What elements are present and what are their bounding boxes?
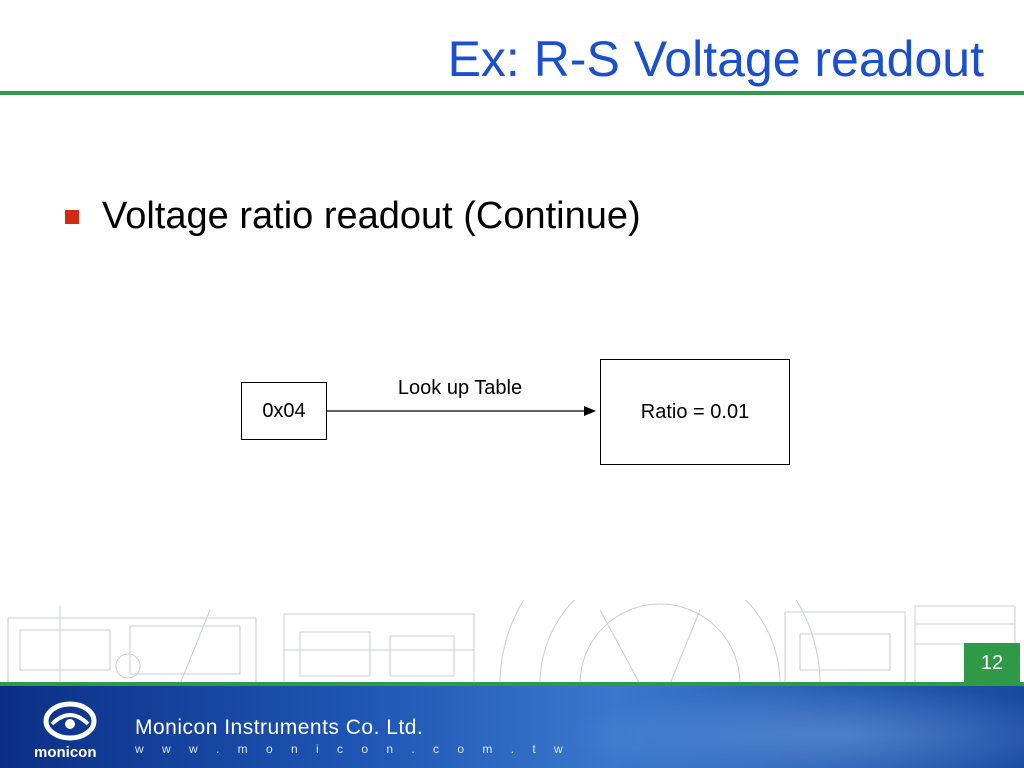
page-number: 12 bbox=[980, 651, 1004, 674]
company-url: w w w . m o n i c o n . c o m . t w bbox=[135, 742, 571, 756]
slide-title: Ex: R-S Voltage readout bbox=[447, 31, 984, 87]
source-value-box: 0x04 bbox=[241, 382, 327, 440]
ratio-result-box: Ratio = 0.01 bbox=[600, 359, 790, 465]
technical-drawing-background bbox=[7, 600, 1016, 684]
footer-divider bbox=[0, 682, 1024, 686]
ratio-value: Ratio = 0.01 bbox=[640, 400, 750, 423]
footer-glow bbox=[560, 686, 1024, 768]
monicon-logo-icon bbox=[43, 701, 97, 741]
logo-wordmark: monicon bbox=[34, 744, 97, 761]
square-bullet-icon bbox=[65, 210, 79, 224]
footer-banner: monicon Monicon Instruments Co. Ltd. w w… bbox=[0, 686, 1024, 768]
page-number-badge: 12 bbox=[964, 643, 1020, 683]
company-name: Monicon Instruments Co. Ltd. bbox=[135, 716, 424, 739]
title-divider bbox=[0, 91, 1024, 95]
source-value: 0x04 bbox=[262, 399, 306, 422]
bullet-text: Voltage ratio readout (Continue) bbox=[102, 195, 641, 237]
arrow-label: Look up Table bbox=[397, 377, 523, 399]
